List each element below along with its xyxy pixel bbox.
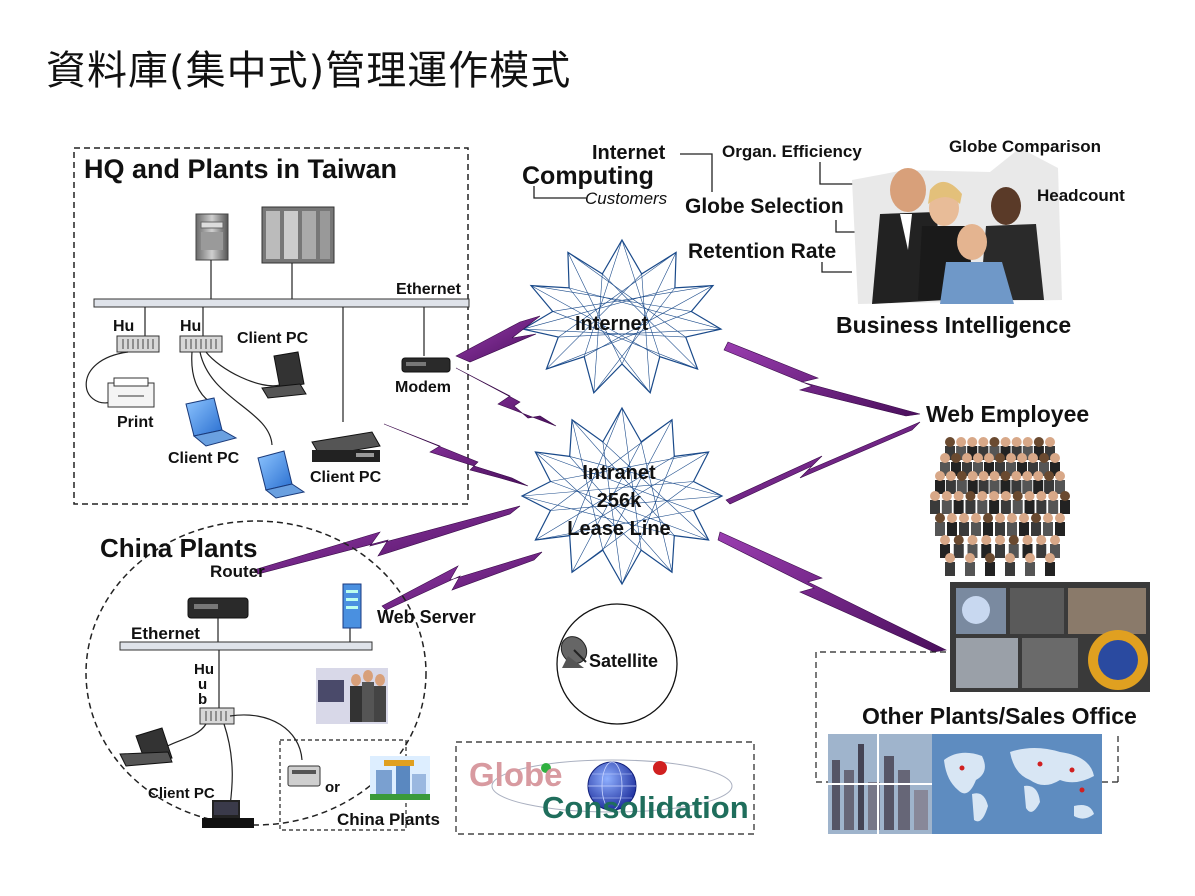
- bi-globe-selection-label: Globe Selection: [685, 195, 844, 218]
- china-plants-label: China Plants: [337, 810, 440, 829]
- link-china-intranet: [253, 505, 521, 575]
- bi-headcount-label: Headcount: [1037, 186, 1125, 205]
- intranet-label: Intranet 256k Lease Line: [548, 459, 690, 543]
- hq-heading: HQ and Plants in Taiwan: [84, 154, 398, 184]
- web-server-icon: [342, 583, 362, 629]
- china-ethernet-bar: [119, 641, 373, 651]
- network-links: [253, 315, 947, 653]
- link-modem-intranet: [455, 367, 557, 427]
- business-people-photo: [852, 148, 1062, 304]
- bi-computing-label: Computing: [522, 162, 654, 190]
- world-map-photo: [932, 734, 1102, 834]
- hub-icon: [199, 707, 235, 725]
- bi-internet-label: Internet: [592, 142, 666, 164]
- satellite-dish-icon: [560, 636, 588, 668]
- hub1-label: Hu: [113, 318, 135, 335]
- router-icon: [187, 597, 249, 619]
- web-server-label: Web Server: [377, 607, 476, 627]
- satellite-label: Satellite: [589, 651, 659, 671]
- china-client-pc-label: Client PC: [148, 785, 215, 802]
- internet-label: Internet: [575, 313, 649, 335]
- china-circle: [85, 520, 427, 826]
- modem-icon: [401, 357, 451, 373]
- hq-box: [73, 147, 469, 505]
- server-icon: [195, 213, 229, 261]
- intranet-star: [520, 406, 724, 586]
- link-modem-internet: [455, 315, 541, 363]
- laptop-icon: [257, 450, 306, 499]
- city-skyline-photo: [828, 734, 932, 834]
- hq-ethernet-bar: [93, 298, 470, 308]
- business-team-photo: [316, 668, 388, 724]
- link-intranet-web: [725, 421, 921, 505]
- desktop-pc-icon: [202, 800, 254, 828]
- hq-ethernet-label: Ethernet: [396, 281, 461, 298]
- meeting-collage-photo: [950, 582, 1150, 692]
- laptop-icon: [185, 397, 238, 447]
- other-plants-label: Other Plants/Sales Office: [862, 703, 1137, 729]
- globe-icon: [491, 759, 733, 813]
- intranet-line: Intranet: [582, 462, 656, 484]
- bi-globe-comparison-label: Globe Comparison: [949, 137, 1102, 156]
- china-ethernet-label: Ethernet: [131, 624, 200, 643]
- server-rack-icon: [261, 206, 335, 264]
- hub-label-line: b: [198, 691, 208, 708]
- intranet-line: 256k: [596, 490, 642, 512]
- bi-heading: Business Intelligence: [836, 312, 1072, 338]
- bi-retention-rate-label: Retention Rate: [688, 240, 837, 263]
- link-hq-intranet: [383, 423, 529, 487]
- client-pc-label: Client PC: [237, 330, 309, 347]
- link-webserver-intranet: [381, 551, 543, 611]
- bi-customers-label: Customers: [585, 189, 668, 208]
- page-title: 資料庫(集中式)管理運作模式: [46, 48, 572, 94]
- factory-building-icon: [370, 756, 430, 800]
- hub-icon: [116, 335, 160, 353]
- hub-icon: [179, 335, 223, 353]
- internet-star: [521, 238, 723, 394]
- china-hub-label: Hu u b: [194, 662, 214, 707]
- globe-word: Globe: [469, 756, 563, 793]
- hub-label-line: u: [198, 676, 208, 693]
- printer-icon: [107, 377, 155, 408]
- web-employee-label: Web Employee: [926, 401, 1090, 427]
- desktop-unit-icon: [311, 431, 381, 462]
- modem-label: Modem: [395, 379, 451, 396]
- bi-organ-efficiency-label: Organ. Efficiency: [722, 142, 862, 161]
- laptop-icon: [119, 727, 173, 767]
- modem-icon: [287, 765, 321, 787]
- consolidation-word: Consolidation: [542, 790, 749, 825]
- china-heading: China Plants: [100, 533, 258, 563]
- intranet-line: Lease Line: [567, 518, 671, 540]
- crowd-photo: [930, 437, 1070, 576]
- or-label: or: [325, 779, 340, 796]
- satellite-circle: [556, 603, 678, 725]
- print-label: Print: [117, 414, 154, 431]
- client-pc-label: Client PC: [168, 450, 240, 467]
- router-label: Router: [210, 562, 265, 581]
- client-pc-label: Client PC: [310, 469, 382, 486]
- hub2-label: Hu: [180, 318, 202, 335]
- laptop-icon: [261, 351, 307, 399]
- hub-label-line: Hu: [194, 661, 214, 678]
- link-internet-web: [723, 341, 921, 417]
- link-intranet-other: [717, 531, 947, 653]
